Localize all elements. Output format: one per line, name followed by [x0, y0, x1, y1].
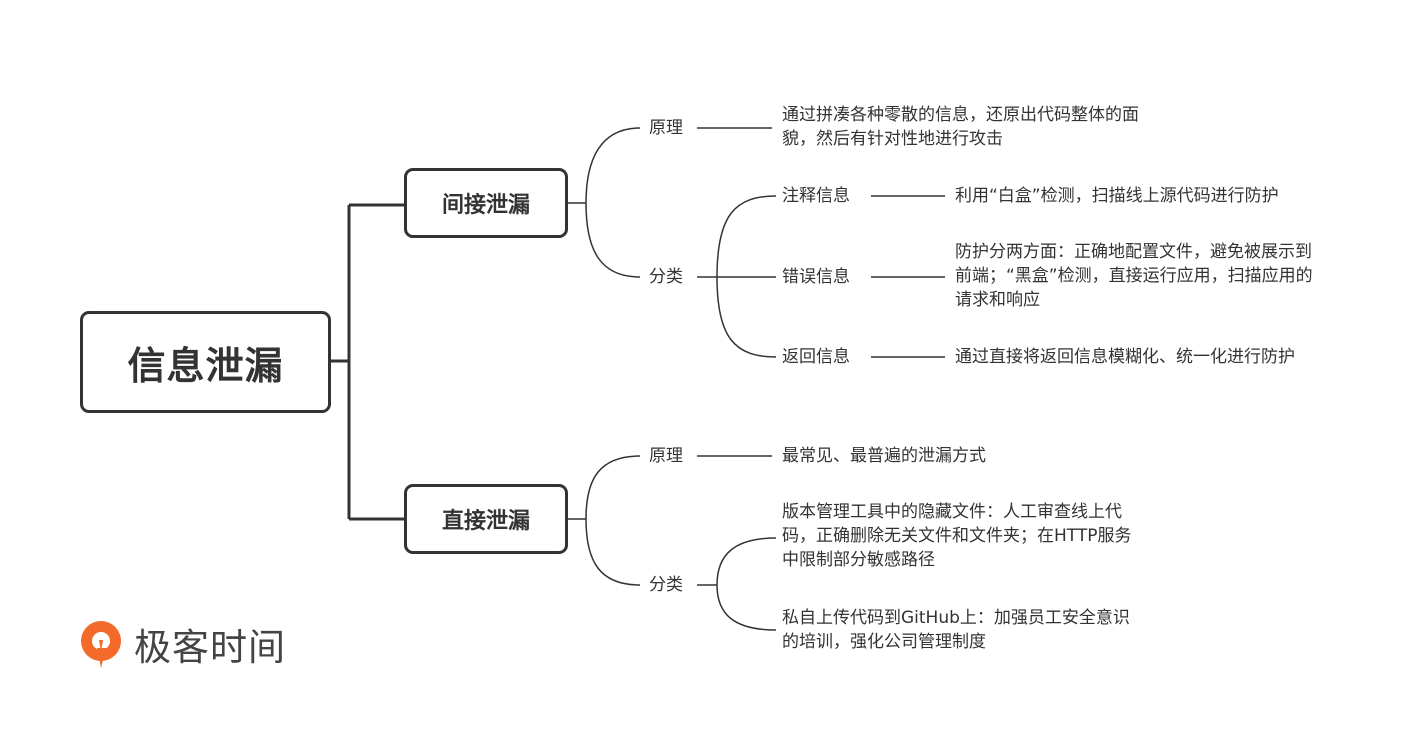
- root-node: 信息泄漏: [80, 311, 331, 413]
- text-line: 通过直接将返回信息模糊化、统一化进行防护: [955, 347, 1295, 367]
- text-line: 通过拼凑各种零散的信息，还原出代码整体的面: [782, 105, 1139, 125]
- connector-b1-cat-item3: [716, 276, 777, 358]
- category-item-comment: 注释信息: [782, 186, 850, 206]
- text-line: 利用“白盒”检测，扫描线上源代码进行防护: [955, 186, 1279, 206]
- text-line: 的培训，强化公司管理制度: [782, 632, 986, 652]
- category-item-error: 错误信息: [782, 267, 850, 287]
- principle-label-direct: 原理: [648, 444, 684, 468]
- logo-mark-icon: [81, 621, 121, 668]
- text-line: 码，正确删除无关文件和文件夹；在HTTP服务: [782, 526, 1132, 546]
- category-item-comment-text: 利用“白盒”检测，扫描线上源代码进行防护: [955, 184, 1279, 208]
- logo: 极客时间: [76, 617, 286, 671]
- text-line: 私自上传代码到GitHub上：加强员工安全意识: [782, 608, 1130, 628]
- connector-b2-category: [585, 518, 641, 586]
- logo-text: 极客时间: [134, 626, 286, 669]
- principle-text-indirect: 通过拼凑各种零散的信息，还原出代码整体的面 貌，然后有针对性地进行攻击: [782, 103, 1139, 151]
- connector-b1-category: [585, 202, 641, 278]
- category-label-indirect: 分类: [648, 265, 684, 289]
- text-line: 防护分两方面：正确地配置文件，避免被展示到: [955, 242, 1312, 262]
- branch-node-indirect: 间接泄漏: [404, 168, 568, 238]
- text-line: 请求和响应: [955, 290, 1040, 310]
- connector-b2-cat-item2: [716, 584, 777, 631]
- text-line: 中限制部分敏感路径: [782, 550, 935, 570]
- category-item-return: 返回信息: [782, 347, 850, 367]
- branch-node-direct: 直接泄漏: [404, 484, 568, 554]
- connector-b1-cat-item1: [716, 195, 777, 278]
- text-line: 最常见、最普遍的泄漏方式: [782, 446, 986, 466]
- principle-label-indirect: 原理: [648, 116, 684, 140]
- category-item-error-text: 防护分两方面：正确地配置文件，避免被展示到 前端；“黑盒”检测，直接运行应用，扫…: [955, 240, 1313, 312]
- category-label-direct: 分类: [648, 573, 684, 597]
- category-item-vcs-text: 版本管理工具中的隐藏文件：人工审查线上代 码，正确删除无关文件和文件夹；在HTT…: [782, 500, 1132, 572]
- principle-text-direct: 最常见、最普遍的泄漏方式: [782, 444, 986, 468]
- text-line: 貌，然后有针对性地进行攻击: [782, 129, 1003, 149]
- text-line: 前端；“黑盒”检测，直接运行应用，扫描应用的: [955, 266, 1313, 286]
- category-item-github-text: 私自上传代码到GitHub上：加强员工安全意识 的培训，强化公司管理制度: [782, 606, 1130, 654]
- connector-b1-principle: [585, 127, 641, 204]
- text-line: 版本管理工具中的隐藏文件：人工审查线上代: [782, 502, 1122, 522]
- connector-b2-cat-item1: [716, 537, 777, 586]
- connector-b2-principle: [585, 455, 641, 520]
- category-item-return-text: 通过直接将返回信息模糊化、统一化进行防护: [955, 345, 1295, 369]
